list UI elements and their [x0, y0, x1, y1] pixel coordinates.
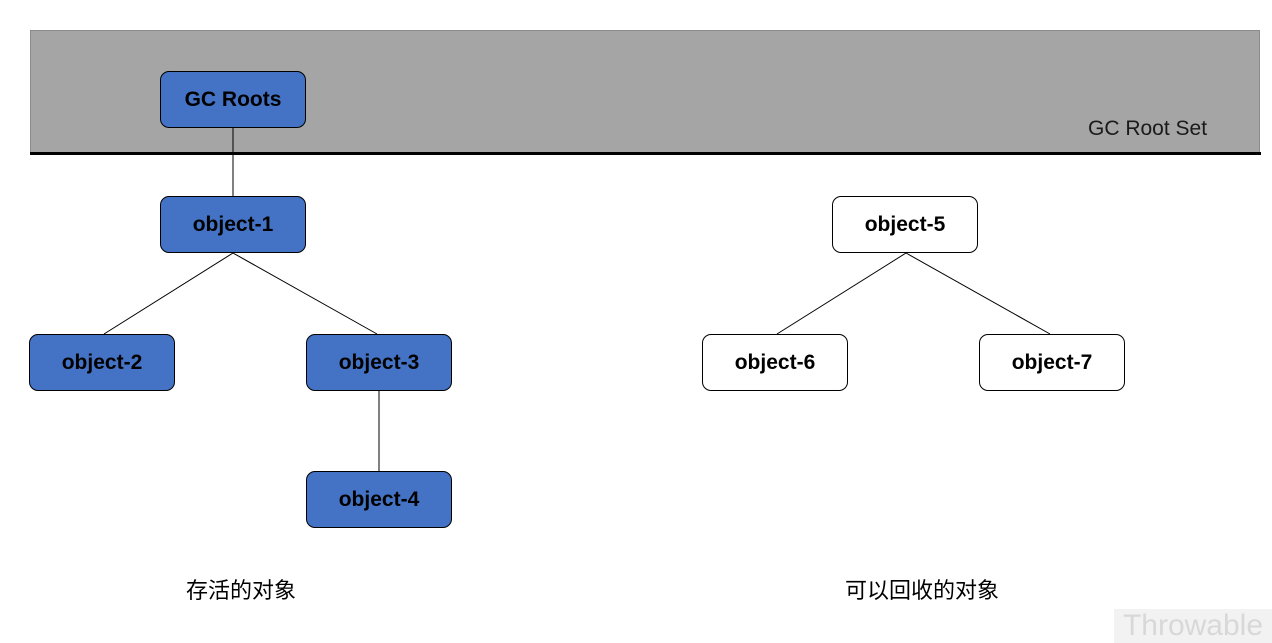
node-gc-roots: GC Roots: [160, 71, 306, 128]
edge-object-1-object-3: [232, 252, 378, 335]
caption-live-objects: 存活的对象: [186, 579, 297, 604]
node-object-6: object-6: [702, 334, 848, 391]
node-object-5: object-5: [832, 196, 978, 253]
caption-collectable-objects: 可以回收的对象: [845, 579, 1000, 604]
edge-object-5-object-7: [905, 252, 1051, 335]
gc-root-set-label: GC Root Set: [1088, 117, 1208, 140]
node-object-7: object-7: [979, 334, 1125, 391]
node-object-1: object-1: [160, 196, 306, 253]
gc-root-set-boundary-line: [30, 152, 1261, 155]
edge-object-5-object-6: [776, 252, 907, 335]
edge-object-1-object-2: [103, 252, 234, 335]
watermark: Throwable: [1114, 609, 1272, 643]
node-object-4: object-4: [306, 471, 452, 528]
node-object-3: object-3: [306, 334, 452, 391]
node-object-2: object-2: [29, 334, 175, 391]
